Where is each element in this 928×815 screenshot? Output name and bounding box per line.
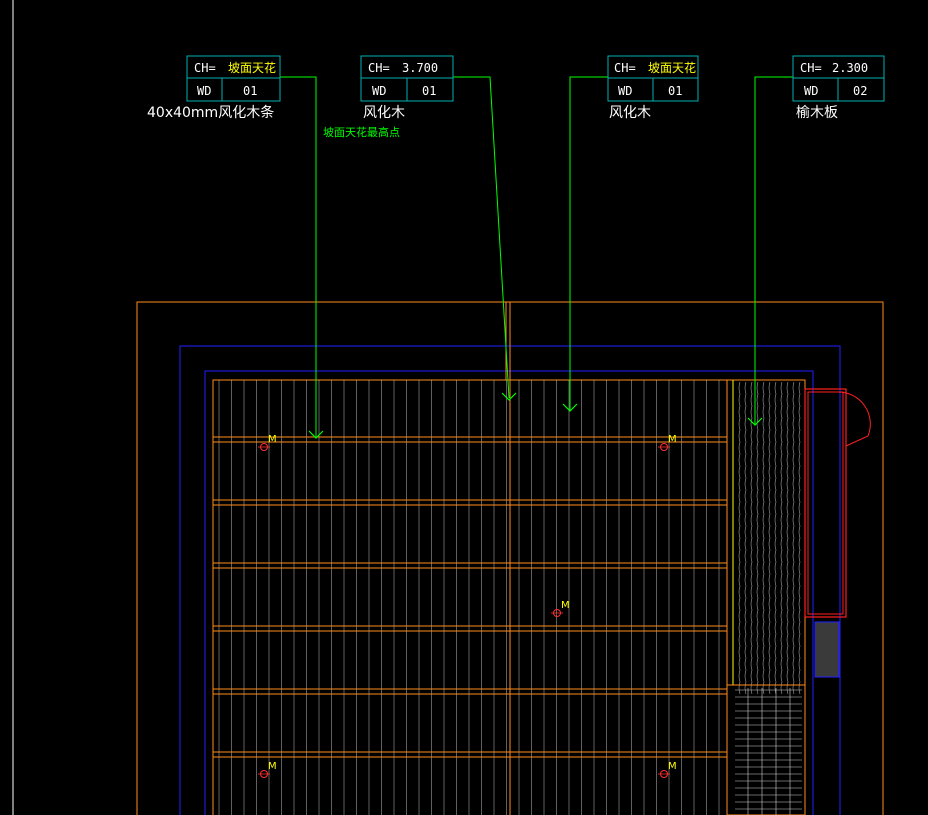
wood-grain-pattern bbox=[738, 381, 801, 695]
leader-line-4 bbox=[754, 76, 793, 424]
leader-arrow-1 bbox=[308, 430, 324, 439]
wood-grain-line bbox=[780, 381, 783, 695]
material-tag-4[interactable]: CH= 2.300 WD 02 榆木板 bbox=[792, 55, 885, 121]
door-frame bbox=[804, 388, 847, 618]
material-tag-2[interactable]: CH= 3.700 WD 01 风化木 bbox=[360, 55, 454, 121]
tag-4-wd-value: 02 bbox=[853, 84, 867, 98]
light-fixture-icon: M bbox=[551, 600, 570, 617]
tag-3-ch-label: CH= bbox=[614, 61, 636, 75]
tag-3-material: 风化木 bbox=[609, 105, 651, 121]
tag-3-ch-value: 坡面天花 bbox=[648, 60, 696, 75]
wood-grain-line bbox=[762, 381, 765, 695]
light-fixture-label: M bbox=[268, 761, 277, 772]
leader-line-1 bbox=[280, 76, 317, 437]
leader-arrow-3 bbox=[562, 403, 578, 412]
tag-4-ch-label: CH= bbox=[800, 61, 822, 75]
tag-1-material: 40x40mm风化木条 bbox=[147, 104, 274, 121]
light-fixtures: M M M M M bbox=[258, 434, 677, 778]
wood-grain-line bbox=[768, 381, 771, 695]
wood-grain-line bbox=[744, 381, 747, 695]
leader-arrow-4 bbox=[747, 417, 763, 426]
leader-line-3 bbox=[569, 76, 608, 410]
light-fixture-icon: M bbox=[658, 434, 677, 451]
wood-grain-line bbox=[792, 381, 795, 695]
grille-panel bbox=[726, 684, 806, 815]
tag-2-material: 风化木 bbox=[363, 105, 405, 121]
door-swing-arc bbox=[837, 391, 871, 447]
light-fixture-label: M bbox=[561, 600, 570, 611]
ceiling-battens bbox=[213, 436, 727, 758]
tag-4-ch-value: 2.300 bbox=[832, 61, 868, 75]
blue-boundary-inner bbox=[204, 370, 814, 815]
leader-lines bbox=[280, 76, 793, 439]
tag-2-ch-label: CH= bbox=[368, 61, 390, 75]
light-fixture-icon: M bbox=[258, 434, 277, 451]
material-tag-1[interactable]: CH= 坡面天花 WD 01 40x40mm风化木条 bbox=[147, 55, 281, 121]
tag-1-ch-label: CH= bbox=[194, 61, 216, 75]
grille-pattern bbox=[735, 688, 802, 815]
tag-3-wd-label: WD bbox=[618, 84, 632, 98]
light-fixture-icon: M bbox=[258, 761, 277, 778]
material-tag-3[interactable]: CH= 坡面天花 WD 01 风化木 bbox=[607, 55, 699, 121]
wood-grain-line bbox=[756, 381, 759, 695]
highest-point-note: 坡面天花最高点 bbox=[323, 125, 400, 139]
wood-grain-line bbox=[786, 381, 789, 695]
tag-2-wd-value: 01 bbox=[422, 84, 436, 98]
wood-grain-line bbox=[774, 381, 777, 695]
light-fixture-label: M bbox=[268, 434, 277, 445]
tag-1-wd-label: WD bbox=[197, 84, 211, 98]
leader-arrow-2 bbox=[501, 392, 517, 401]
tag-2-wd-label: WD bbox=[372, 84, 386, 98]
wood-grain-line bbox=[798, 381, 801, 695]
tag-4-wd-label: WD bbox=[804, 84, 818, 98]
tag-2-ch-value: 3.700 bbox=[402, 61, 438, 75]
light-fixture-icon: M bbox=[658, 761, 677, 778]
tag-3-wd-value: 01 bbox=[668, 84, 682, 98]
door-leaf bbox=[807, 391, 844, 615]
tag-1-ch-value: 坡面天花 bbox=[228, 60, 276, 75]
leader-line-2 bbox=[453, 76, 510, 399]
tag-4-material: 榆木板 bbox=[796, 105, 838, 121]
light-fixture-label: M bbox=[668, 434, 677, 445]
tag-1-wd-value: 01 bbox=[243, 84, 257, 98]
wood-grain-line bbox=[738, 381, 741, 695]
wall-column bbox=[814, 621, 840, 678]
ceiling-slats bbox=[218, 380, 720, 815]
light-fixture-label: M bbox=[668, 761, 677, 772]
wood-grain-line bbox=[750, 381, 753, 695]
